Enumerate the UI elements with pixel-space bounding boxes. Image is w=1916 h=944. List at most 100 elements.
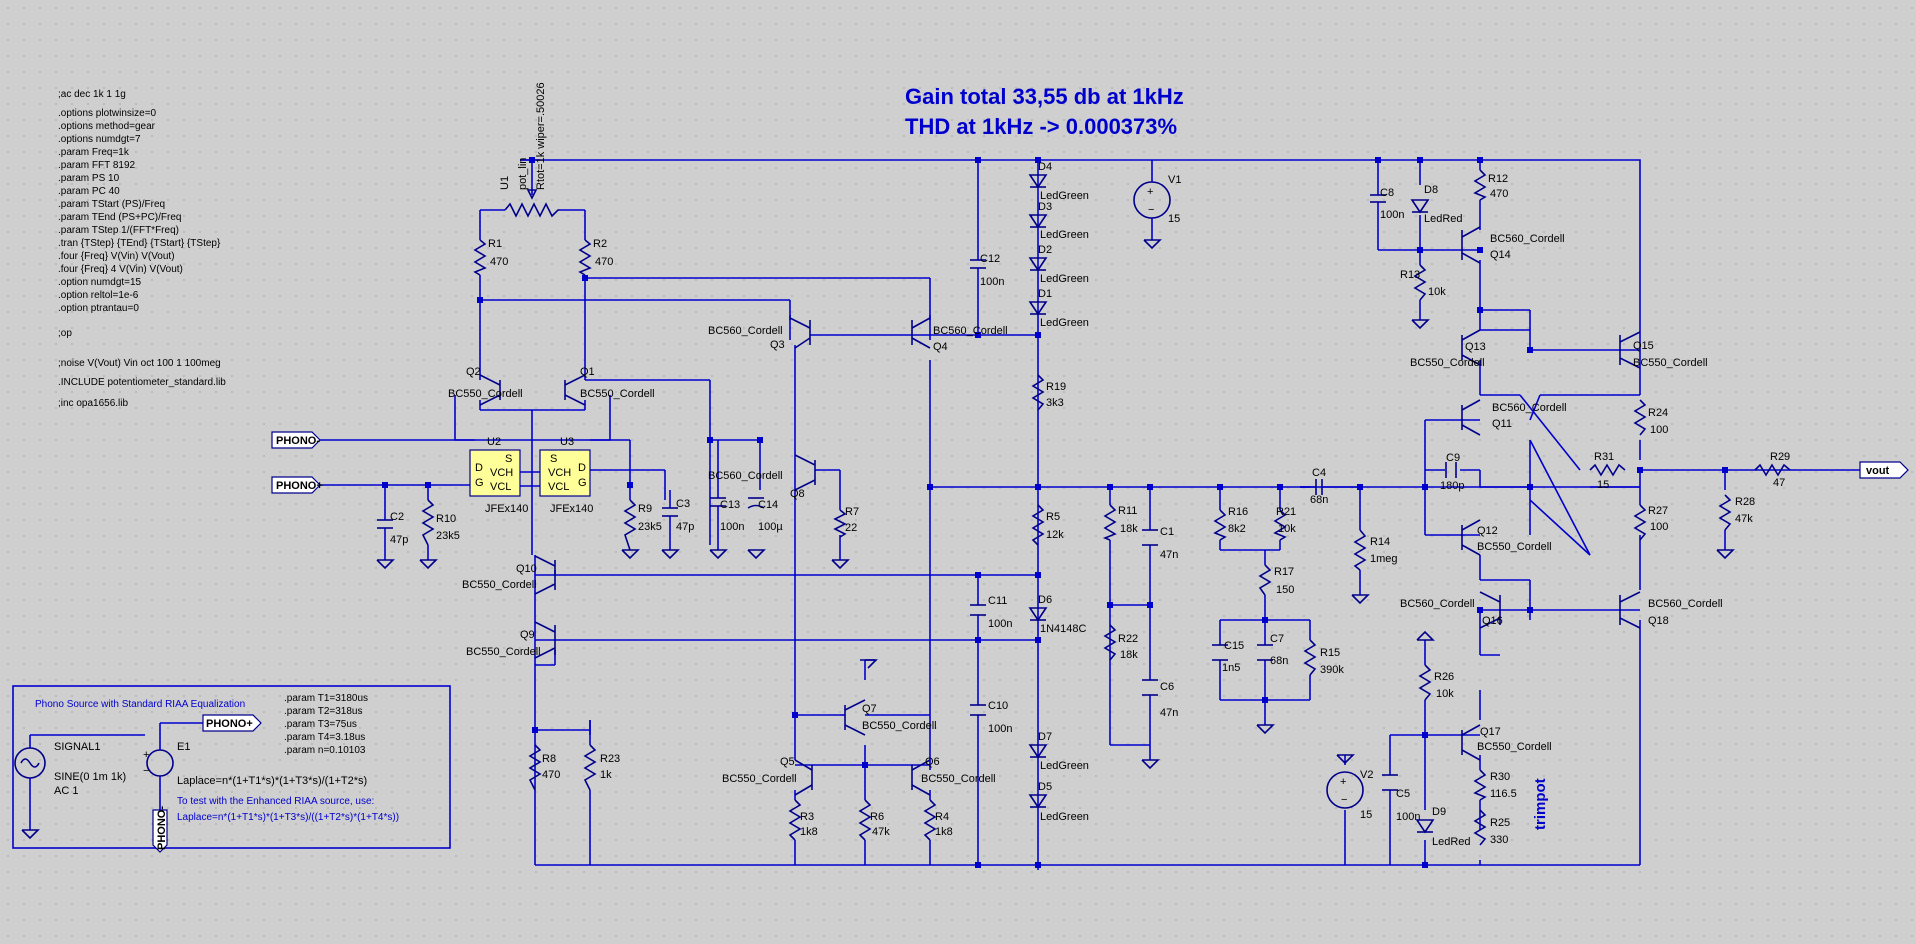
q11-name: Q11 (1492, 418, 1512, 430)
q4-model: BC560_Cordell (933, 325, 1008, 337)
c3-value: 47p (676, 521, 694, 533)
r12-name: R12 (1488, 173, 1508, 185)
directive-line: ;ac dec 1k 1 1g (58, 89, 126, 100)
signal-name: SIGNAL1 (54, 741, 100, 753)
r6-name: R6 (870, 811, 884, 823)
directive-line: ;inc opa1656.lib (58, 398, 128, 409)
port-phono-plus[interactable]: PHONO+ (271, 476, 323, 494)
potentiometer-u1[interactable]: U1 pot_lin Rtot=1k wiper=.50026 (499, 82, 560, 218)
jfet-u3[interactable]: S VCH VCL D G U3 JFEx140 (520, 436, 593, 515)
r15-name: R15 (1320, 647, 1340, 659)
jfet-u2[interactable]: D G S VCH VCL U2 JFEx140 (469, 436, 528, 515)
r21-name: R21 (1276, 506, 1296, 518)
c5-value: 100n (1396, 811, 1420, 823)
c2-name: C2 (390, 511, 404, 523)
source-param: .param T4=3.18us (284, 732, 365, 743)
port-vout[interactable]: vout (1859, 461, 1909, 479)
r19-value: 3k3 (1046, 397, 1064, 409)
c13-value: 100n (720, 521, 744, 533)
c11-name: C11 (988, 595, 1007, 607)
r13-name: R13 (1400, 269, 1420, 281)
port-phono-minus[interactable]: PHONO- (271, 431, 321, 449)
phono-source-box[interactable]: Phono Source with Standard RIAA Equaliza… (12, 685, 451, 853)
source-param: .param T3=75us (284, 719, 357, 730)
signal-value: SINE(0 1m 1k) (54, 771, 126, 783)
